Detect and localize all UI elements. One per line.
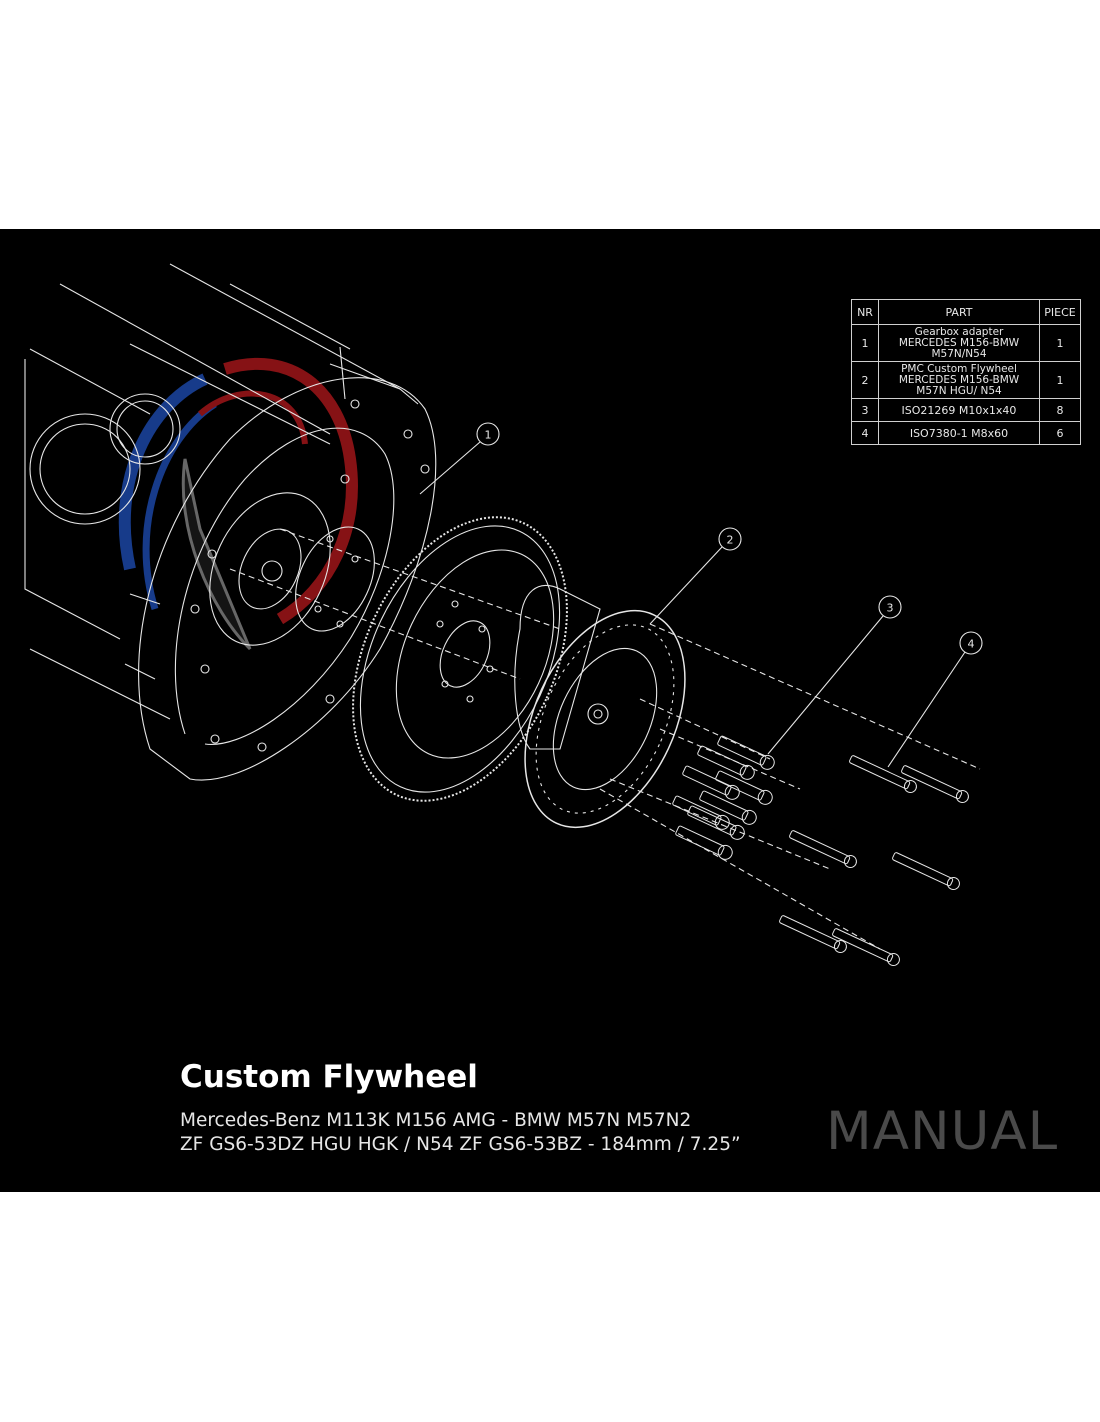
parts-list-table: NR PART PIECE 1 Gearbox adapter MERCEDES… [851,299,1081,445]
subtitle-line-1: Mercedes-Benz M113K M156 AMG - BMW M57N … [180,1110,692,1131]
row-piece: 6 [1039,421,1081,445]
row-part: ISO21269 M10x1x40 [878,398,1040,422]
part-line: Gearbox adapter [914,325,1004,338]
bolts-drawing [672,735,969,967]
part-line: M57N HGU/ N54 [916,384,1002,397]
table-row: 2 PMC Custom Flywheel MERCEDES M156-BMW … [851,361,1081,399]
callout-2-label: 2 [727,534,734,547]
callout-3: 3 [767,595,902,755]
header-nr: NR [851,299,879,325]
pmc-logo-watermark [118,357,358,651]
header-piece: PIECE [1039,299,1081,325]
table-row: 1 Gearbox adapter MERCEDES M156-BMW M57N… [851,324,1081,362]
row-piece: 8 [1039,398,1081,422]
header-part: PART [878,299,1040,325]
callout-2: 2 [649,527,742,625]
part-line: MERCEDES M156-BMW [898,336,1020,349]
product-title: Custom Flywheel [180,1059,478,1095]
row-piece: 1 [1039,361,1081,399]
subtitle-line-2: ZF GS6-53DZ HGU HGK / N54 ZF GS6-53BZ - … [180,1134,741,1155]
part-line: MERCEDES M156-BMW [898,373,1020,386]
row-nr: 2 [851,361,879,399]
manual-watermark: MANUAL [826,1101,1059,1162]
part-line: M57N/N54 [931,347,987,360]
row-part: Gearbox adapter MERCEDES M156-BMW M57N/N… [878,324,1040,362]
row-part: PMC Custom Flywheel MERCEDES M156-BMW M5… [878,361,1040,399]
row-nr: 3 [851,398,879,422]
hub-drawing [514,584,981,950]
callout-1-label: 1 [485,429,492,442]
table-row: 3 ISO21269 M10x1x40 8 [851,398,1081,422]
row-nr: 4 [851,421,879,445]
row-nr: 1 [851,324,879,362]
parts-list-header: NR PART PIECE [851,299,1081,325]
row-piece: 1 [1039,324,1081,362]
flywheel-drawing [352,516,568,802]
callout-4: 4 [887,631,983,768]
callout-1: 1 [419,422,500,495]
part-line: PMC Custom Flywheel [901,362,1017,375]
engine-block-drawing [24,263,401,720]
table-row: 4 ISO7380-1 M8x60 6 [851,421,1081,445]
row-part: ISO7380-1 M8x60 [878,421,1040,445]
exploded-assembly-drawing: 1 2 3 4 [24,263,983,967]
gearbox-adapter-drawing [138,346,561,781]
callout-4-label: 4 [968,638,975,651]
callout-3-label: 3 [887,602,894,615]
product-image-panel: 1 2 3 4 NR PART PIECE 1 Gearbox adapter [0,229,1100,1192]
